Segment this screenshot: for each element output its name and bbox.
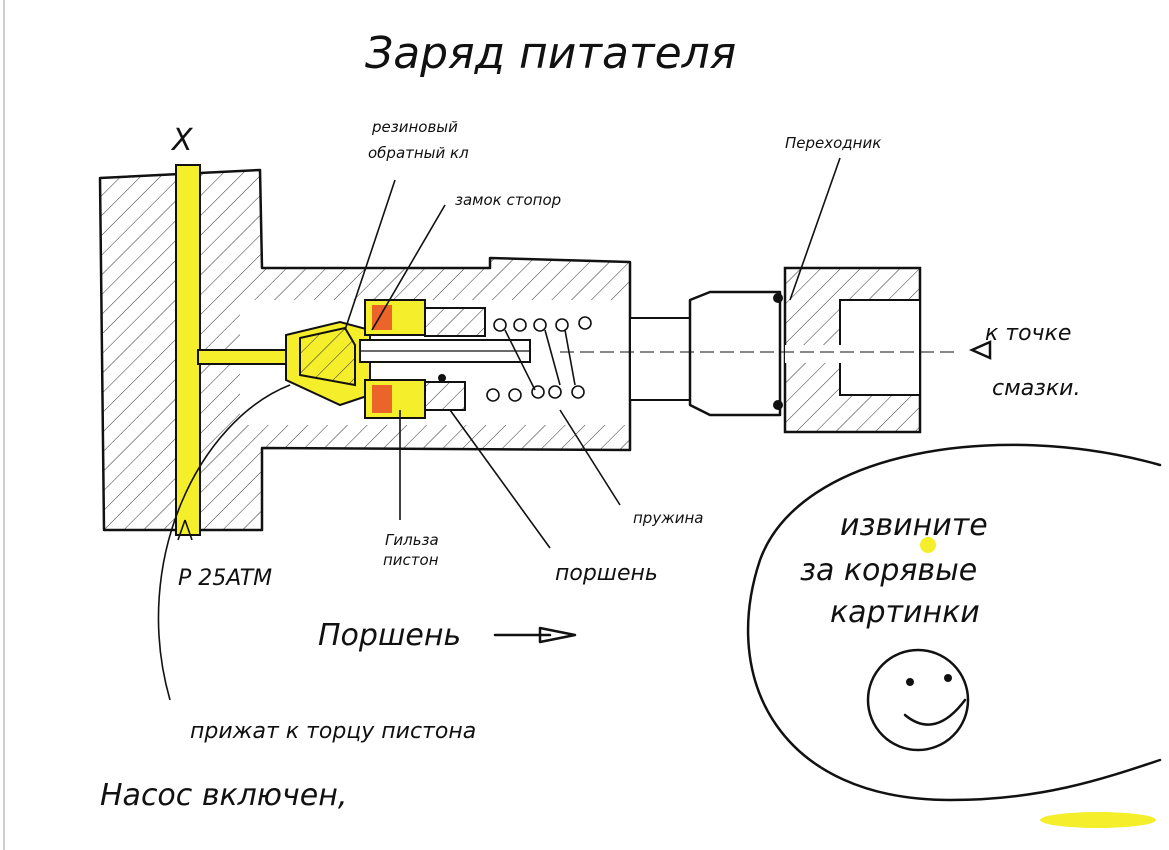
label-piston-direction: Поршень [318, 618, 461, 653]
label-check-valve-1: резиновый [371, 118, 458, 136]
apology-line-3: картинки [830, 595, 980, 630]
yellow-dot [920, 537, 936, 553]
label-to-lube-point-2: смазки. [992, 376, 1080, 401]
outlet-nozzle [629, 290, 782, 417]
label-piston: поршень [555, 561, 658, 586]
apology-line-2: за корявые [800, 553, 977, 588]
label-pump-on: Насос включен, [100, 778, 347, 813]
leader-lines [157, 157, 841, 701]
page-title: Заряд питателя [365, 28, 736, 79]
cross-marker: X [170, 123, 194, 158]
label-adapter: Переходник [785, 134, 881, 152]
piston-assembly [359, 307, 531, 411]
direction-arrow-icon [493, 626, 577, 644]
label-pressed-to-end: прижат к торцу пистона [190, 719, 476, 744]
apology-line-1: извините [840, 508, 988, 543]
pressure-arrow-icon [177, 519, 193, 541]
outlet-arrow-icon [968, 340, 992, 360]
label-pressure: P 25ATM [178, 566, 272, 591]
label-to-lube-point-1: к точке [985, 321, 1071, 346]
yellow-highlight-mark [1040, 812, 1156, 828]
label-sleeve-2: пистон [383, 551, 439, 569]
apology-bubble [746, 443, 1162, 802]
spring [486, 316, 592, 402]
rubber-check-valve [299, 326, 356, 387]
label-spring: пружина [633, 509, 703, 527]
label-sleeve-1: Гильза [385, 531, 439, 549]
smiley-face-icon [866, 648, 970, 752]
label-check-valve-2: обратный кл [368, 144, 469, 162]
label-lock-stopper: замок стопор [455, 191, 561, 209]
adapter [773, 266, 922, 434]
